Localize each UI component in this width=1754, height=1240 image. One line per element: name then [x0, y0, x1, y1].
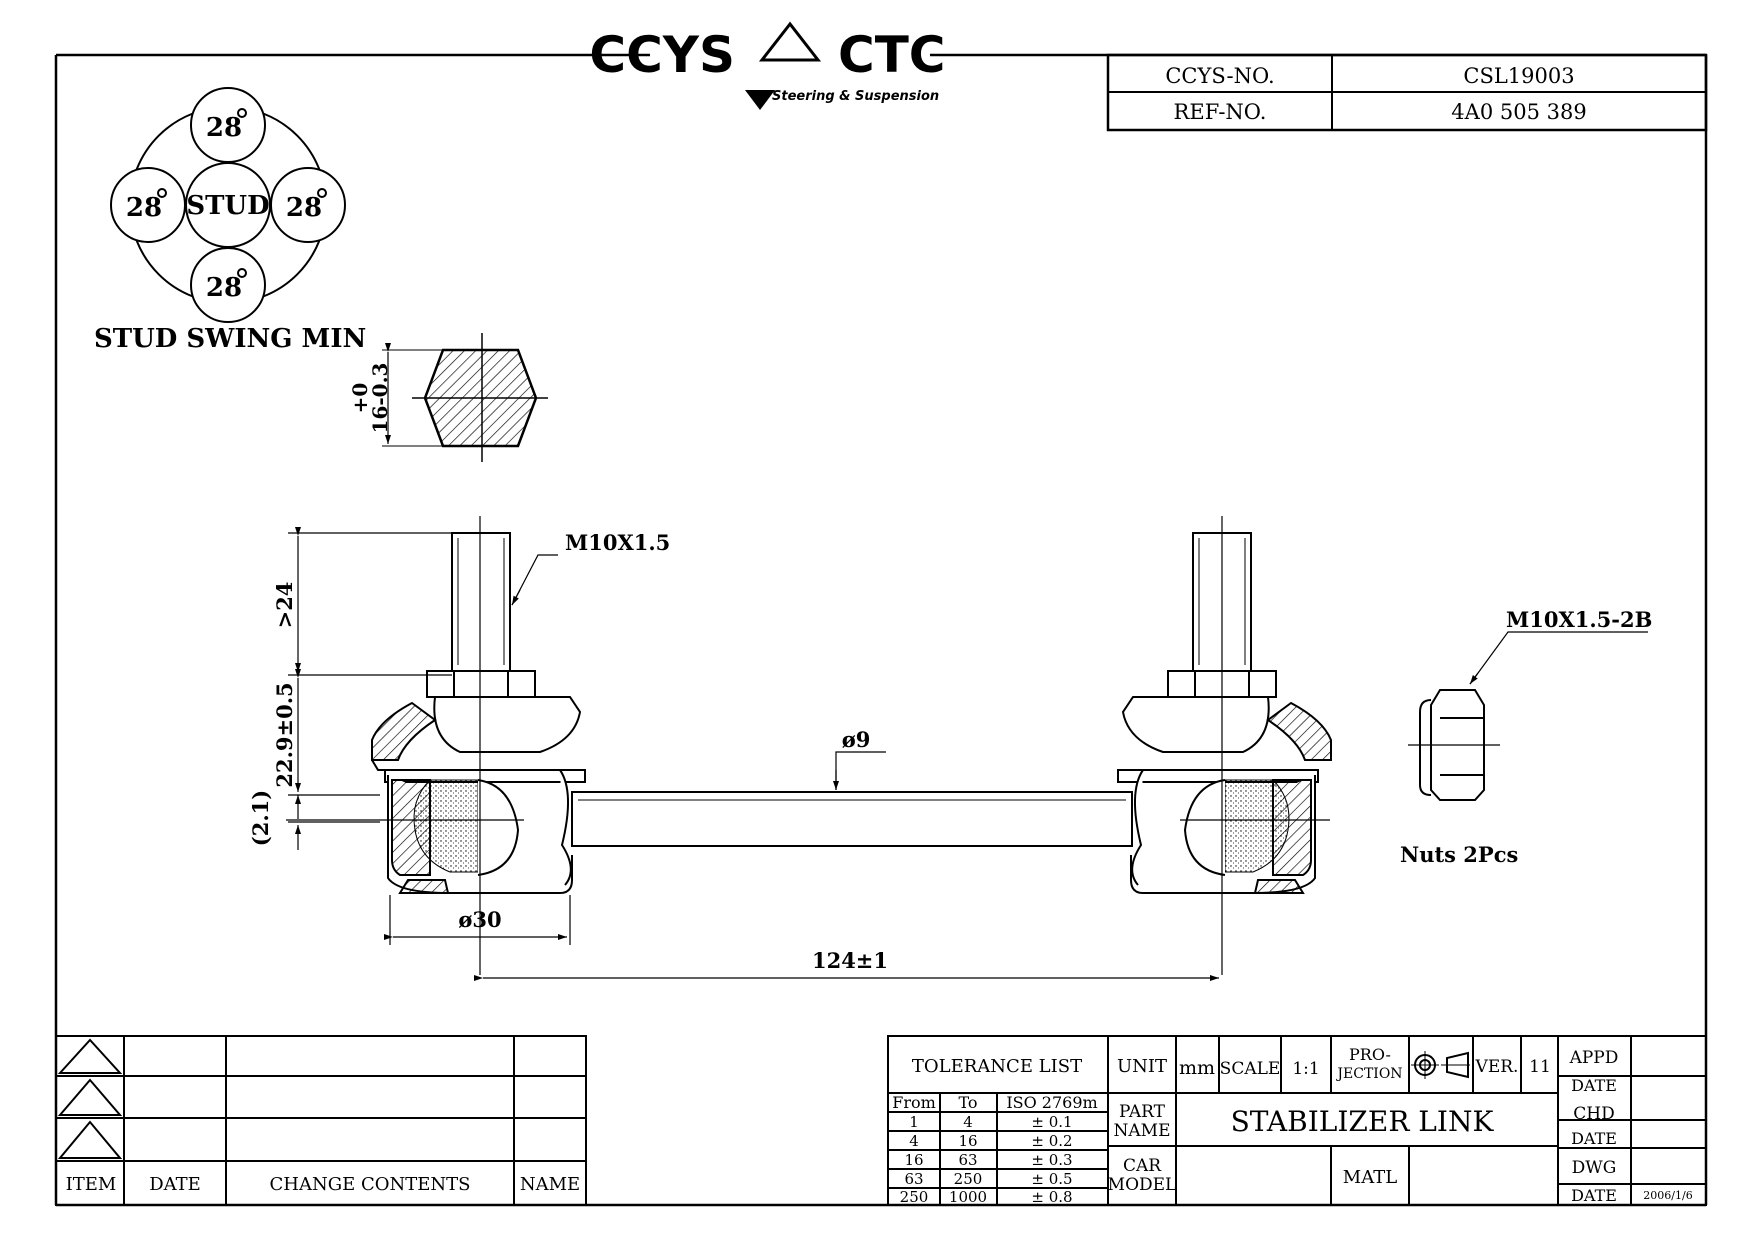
logo-left-text: CCYS [589, 26, 735, 84]
nut-drawing [1408, 631, 1648, 801]
revision-table: ITEM DATE CHANGE CONTENTS NAME [55, 1035, 587, 1206]
swing-angle-left: 28 [126, 193, 162, 223]
ccys-no-value: CSL19003 [1463, 64, 1574, 88]
stud-swing-caption: STUD SWING MIN [94, 324, 366, 354]
drawing-label: DWG [1572, 1158, 1617, 1178]
tol-row-to: 63 [958, 1151, 977, 1169]
tol-row-to: 16 [958, 1132, 977, 1150]
approved-date-label: DATE [1571, 1076, 1617, 1095]
car-model-label-2: MODEL [1108, 1175, 1177, 1195]
checked-label: CHD [1573, 1104, 1614, 1124]
swing-angle-top: 28 [206, 113, 242, 143]
nut-quantity-label: Nuts 2Pcs [1400, 842, 1518, 867]
swing-center-label: STUD [186, 191, 269, 221]
ball-diameter-label: ø30 [458, 907, 501, 932]
scale-value: 1:1 [1292, 1059, 1319, 1079]
approved-label: APPD [1569, 1048, 1619, 1068]
hex-tol-top: +0 [348, 383, 372, 414]
tol-row-from: 63 [904, 1170, 923, 1188]
tol-row-from: 1 [909, 1113, 919, 1131]
rev-header-date: DATE [149, 1174, 201, 1195]
swing-angle-bottom: 28 [206, 273, 242, 303]
part-name-label-1: PART [1119, 1102, 1166, 1122]
tol-row-to: 4 [963, 1113, 973, 1131]
dimension-lines [288, 527, 1219, 981]
material-label: MATL [1343, 1167, 1397, 1188]
projection-label-2: JECTION [1335, 1066, 1402, 1082]
rev-header-change: CHANGE CONTENTS [270, 1174, 471, 1195]
projection-label-1: PRO- [1349, 1045, 1391, 1064]
offset-label: (2.1) [248, 790, 273, 846]
stud-length-label: >24 [272, 582, 297, 629]
hex-section-view: +0 16-0.3 [348, 333, 548, 462]
tol-head-iso: ISO 2769m [1006, 1093, 1097, 1112]
car-model-label-1: CAR [1123, 1156, 1162, 1176]
logo-right-text: CTC [838, 26, 946, 84]
drawing-date-label: DATE [1571, 1186, 1617, 1205]
tol-row-value: ± 0.3 [1031, 1151, 1072, 1169]
tol-row-value: ± 0.1 [1031, 1113, 1072, 1131]
tol-head-from: From [892, 1093, 936, 1112]
part-number-table: CCYS-NO. CSL19003 REF-NO. 4A0 505 389 [1106, 53, 1708, 132]
tol-row-to: 250 [954, 1170, 983, 1188]
nut-spec-label: M10X1.5-2B [1506, 607, 1652, 632]
rod-diameter-label: ø9 [842, 727, 871, 752]
title-block: TOLERANCE LIST From To ISO 2769m 1 4 ± 0… [887, 1035, 1707, 1206]
dimension-labels: M10X1.5 >24 22.9±0.5 (2.1) ø9 ø30 124±1 [248, 530, 888, 973]
swing-angle-right: 28 [286, 193, 322, 223]
tol-head-to: To [958, 1093, 977, 1112]
logo-tagline: Steering & Suspension [772, 89, 939, 104]
ccys-no-label: CCYS-NO. [1165, 64, 1274, 88]
rev-header-name: NAME [520, 1174, 580, 1195]
stud-height-label: 22.9±0.5 [272, 682, 297, 787]
stabilizer-link-drawing [286, 516, 1332, 975]
company-logo: CCYS CTC Steering & Suspension [589, 21, 946, 110]
center-distance-label: 124±1 [812, 948, 888, 973]
scale-label: SCALE [1220, 1059, 1281, 1079]
unit-value: mm [1179, 1057, 1215, 1079]
tol-row-from: 250 [900, 1188, 929, 1206]
hex-tol-dim: 16-0.3 [368, 363, 392, 434]
tol-row-value: ± 0.5 [1031, 1170, 1072, 1188]
left-ball-joint [371, 532, 586, 894]
stud-swing-diagram [110, 87, 346, 323]
tol-row-to: 1000 [949, 1188, 987, 1206]
part-name-label-2: NAME [1114, 1121, 1171, 1141]
ref-no-value: 4A0 505 389 [1451, 100, 1586, 124]
stud-swing-labels: 28 28 28 28 STUD STUD SWING MIN [94, 108, 366, 354]
part-name-value: STABILIZER LINK [1231, 1105, 1495, 1138]
tol-row-value: ± 0.2 [1031, 1132, 1072, 1150]
tol-row-from: 4 [909, 1132, 919, 1150]
version-label: VER. [1475, 1057, 1519, 1077]
tolerance-list-title: TOLERANCE LIST [912, 1056, 1082, 1077]
ref-no-label: REF-NO. [1174, 100, 1267, 124]
checked-date-label: DATE [1571, 1129, 1617, 1148]
tolerance-rows: 1 4 ± 0.1 4 16 ± 0.2 16 63 ± 0.3 63 250 … [900, 1113, 1073, 1206]
thread-spec-label: M10X1.5 [565, 530, 670, 555]
tol-row-value: ± 0.8 [1031, 1188, 1072, 1206]
drawing-date-value: 2006/1/6 [1643, 1189, 1692, 1202]
unit-label: UNIT [1117, 1056, 1167, 1077]
tol-row-from: 16 [904, 1151, 923, 1169]
version-value: 11 [1529, 1057, 1551, 1077]
rev-header-item: ITEM [66, 1174, 117, 1195]
right-ball-joint [1117, 532, 1332, 894]
